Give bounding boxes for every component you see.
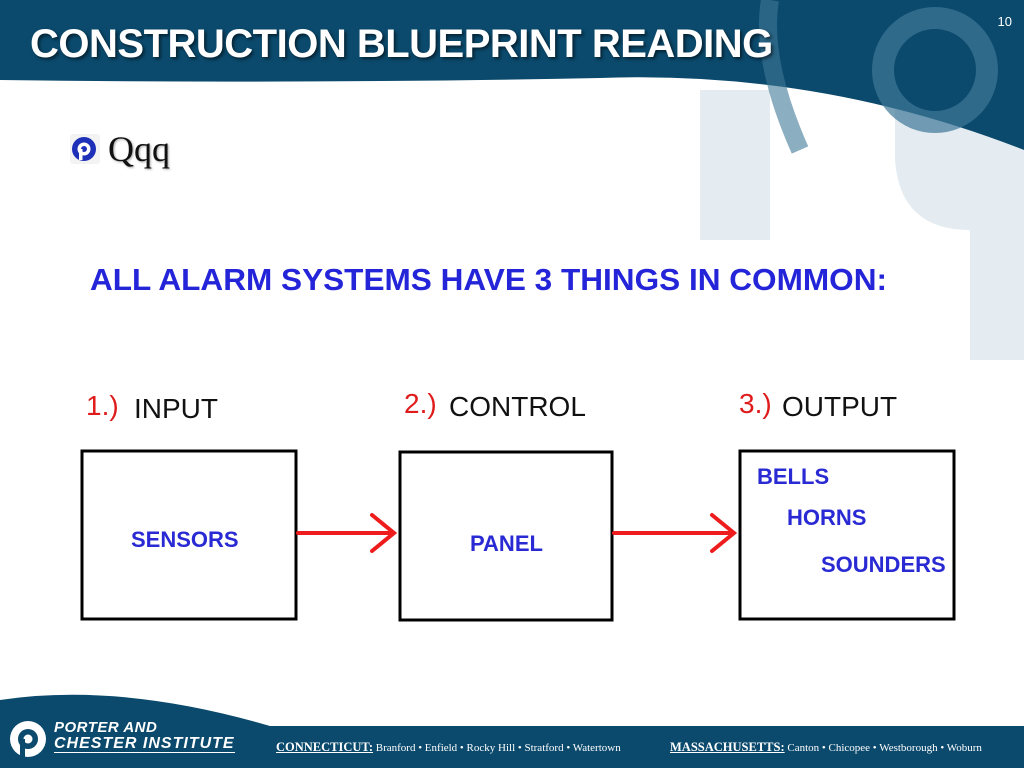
input-box [80, 449, 298, 621]
stage-number-control: 2.) [404, 388, 437, 419]
output-item-sounders: SOUNDERS [821, 552, 946, 577]
slide-number: 10 [997, 14, 1012, 29]
arrow-control-to-output [612, 513, 738, 553]
bullet-text: Qqq [108, 129, 170, 169]
logo-line-2: CHESTER INSTITUTE [54, 735, 235, 753]
ct-label: CONNECTICUT: [276, 740, 373, 754]
stage-label-input: INPUT [134, 393, 218, 424]
footer-connecticut: CONNECTICUT: Branford • Enfield • Rocky … [276, 740, 621, 755]
watermark-logo [700, 90, 1024, 360]
footer-massachusetts: MASSACHUSETTS: Canton • Chicopee • Westb… [670, 740, 982, 755]
output-box [738, 449, 956, 621]
arrow-input-to-control [296, 513, 398, 553]
footer-logo-text: PORTER AND CHESTER INSTITUTE [54, 720, 235, 753]
control-item-panel: PANEL [470, 531, 543, 556]
footer-band [0, 694, 1024, 768]
bullet-item: Qqq [70, 128, 170, 170]
control-box [398, 450, 614, 622]
diagram-heading: ALL ALARM SYSTEMS HAVE 3 THINGS IN COMMO… [90, 262, 887, 297]
output-item-horns: HORNS [787, 505, 866, 530]
input-item-sensors: SENSORS [131, 527, 239, 552]
ma-label: MASSACHUSETTS: [670, 740, 785, 754]
porter-chester-logo-icon [10, 721, 46, 757]
slide-title: CONSTRUCTION BLUEPRINT READING [30, 22, 773, 66]
ct-locations: Branford • Enfield • Rocky Hill • Stratf… [375, 742, 621, 754]
stage-label-output: OUTPUT [782, 391, 897, 422]
ma-locations: Canton • Chicopee • Westborough • Woburn [787, 742, 982, 754]
stage-label-control: CONTROL [449, 391, 586, 422]
header-logo-mark [759, 0, 998, 154]
logo-line-1: PORTER AND [54, 719, 158, 736]
output-item-bells: BELLS [757, 464, 829, 489]
pc-logo-bullet-icon [70, 134, 100, 164]
stage-number-output: 3.) [739, 388, 772, 419]
stage-number-input: 1.) [86, 390, 119, 421]
